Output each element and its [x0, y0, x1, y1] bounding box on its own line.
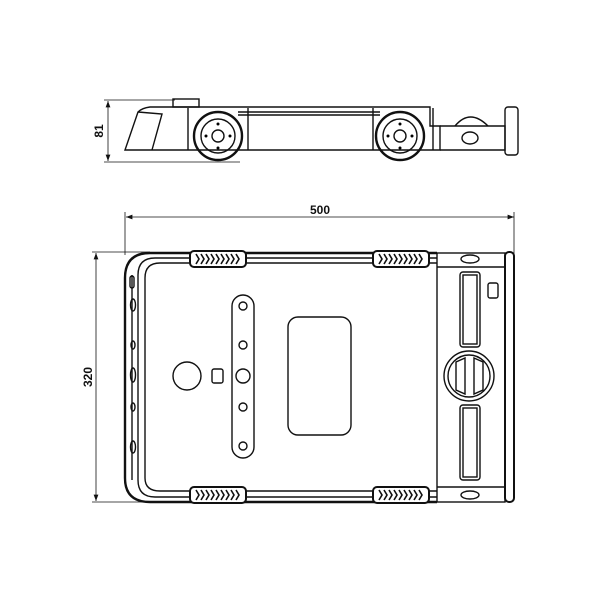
side-lamps [129, 275, 137, 454]
side-view: 81 [92, 98, 519, 163]
side-wheel-rear [374, 110, 426, 162]
square-port [211, 368, 224, 384]
side-rear-unit [440, 125, 506, 151]
side-wheel-front [192, 110, 244, 162]
height-dimension-label: 81 [92, 124, 106, 138]
width-dimension-label: 500 [310, 203, 330, 217]
center-panel [287, 316, 352, 436]
side-handle [504, 106, 519, 156]
top-wheels [189, 250, 430, 504]
depth-dimension-label: 320 [81, 367, 95, 387]
chassis-outline [123, 251, 437, 504]
top-view: 500 320 [81, 203, 515, 504]
side-top-button [172, 98, 200, 108]
rear-unit [436, 251, 515, 503]
rear-knob [443, 350, 495, 402]
rear-handle [504, 251, 515, 503]
round-port [172, 361, 202, 391]
mounting-bar [231, 294, 255, 459]
